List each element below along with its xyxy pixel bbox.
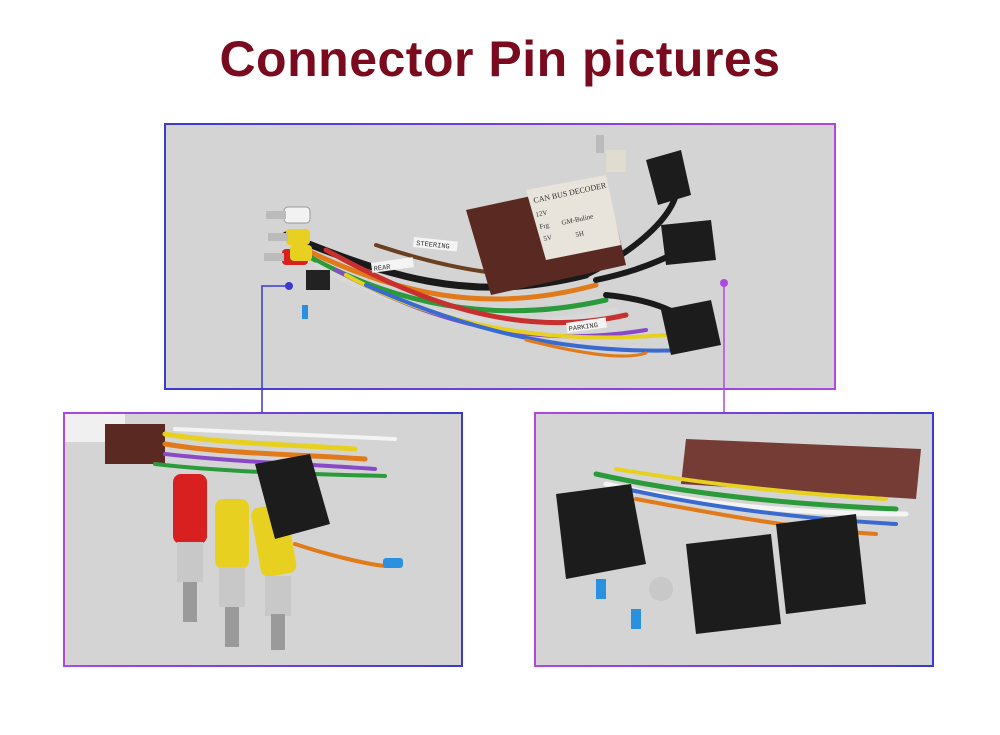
wire-tag-steering: STEERING <box>416 240 450 251</box>
decoder-line-4: 5V <box>543 233 553 243</box>
right-blue-tip-2 <box>631 609 641 629</box>
right-rca-tip <box>649 577 673 601</box>
closeup-16pin-connector <box>255 454 330 539</box>
small-connector <box>306 270 330 290</box>
closeup-blue-wire-tip <box>383 558 403 568</box>
decoder-line-2: Frg <box>539 221 551 231</box>
connectors-closeup-illustration <box>536 414 932 665</box>
page-title: Connector Pin pictures <box>219 31 781 87</box>
connectors-closeup-photo <box>534 412 934 667</box>
right-closeup-connectors <box>556 484 866 634</box>
decoder-line-1: 12V <box>535 209 548 219</box>
decoder-line-5: 5H <box>575 229 585 239</box>
rca-closeup-illustration <box>65 414 461 665</box>
multi-pin-connectors <box>596 135 721 355</box>
can-bus-decoder-box: CAN BUS DECODER 12V Frg GM-Buline 5V 5H <box>466 175 626 295</box>
rca-plugs <box>264 206 312 265</box>
decoder-box-edge <box>681 439 921 499</box>
harness-overview-illustration: CAN BUS DECODER 12V Frg GM-Buline 5V 5H … <box>166 125 834 388</box>
blue-wire-tip <box>302 305 308 319</box>
wire-tag-rear: REAR <box>373 264 392 274</box>
rca-closeup-photo <box>63 412 463 667</box>
harness-overview-photo: CAN BUS DECODER 12V Frg GM-Buline 5V 5H … <box>164 123 836 390</box>
right-blue-tip-1 <box>596 579 606 599</box>
